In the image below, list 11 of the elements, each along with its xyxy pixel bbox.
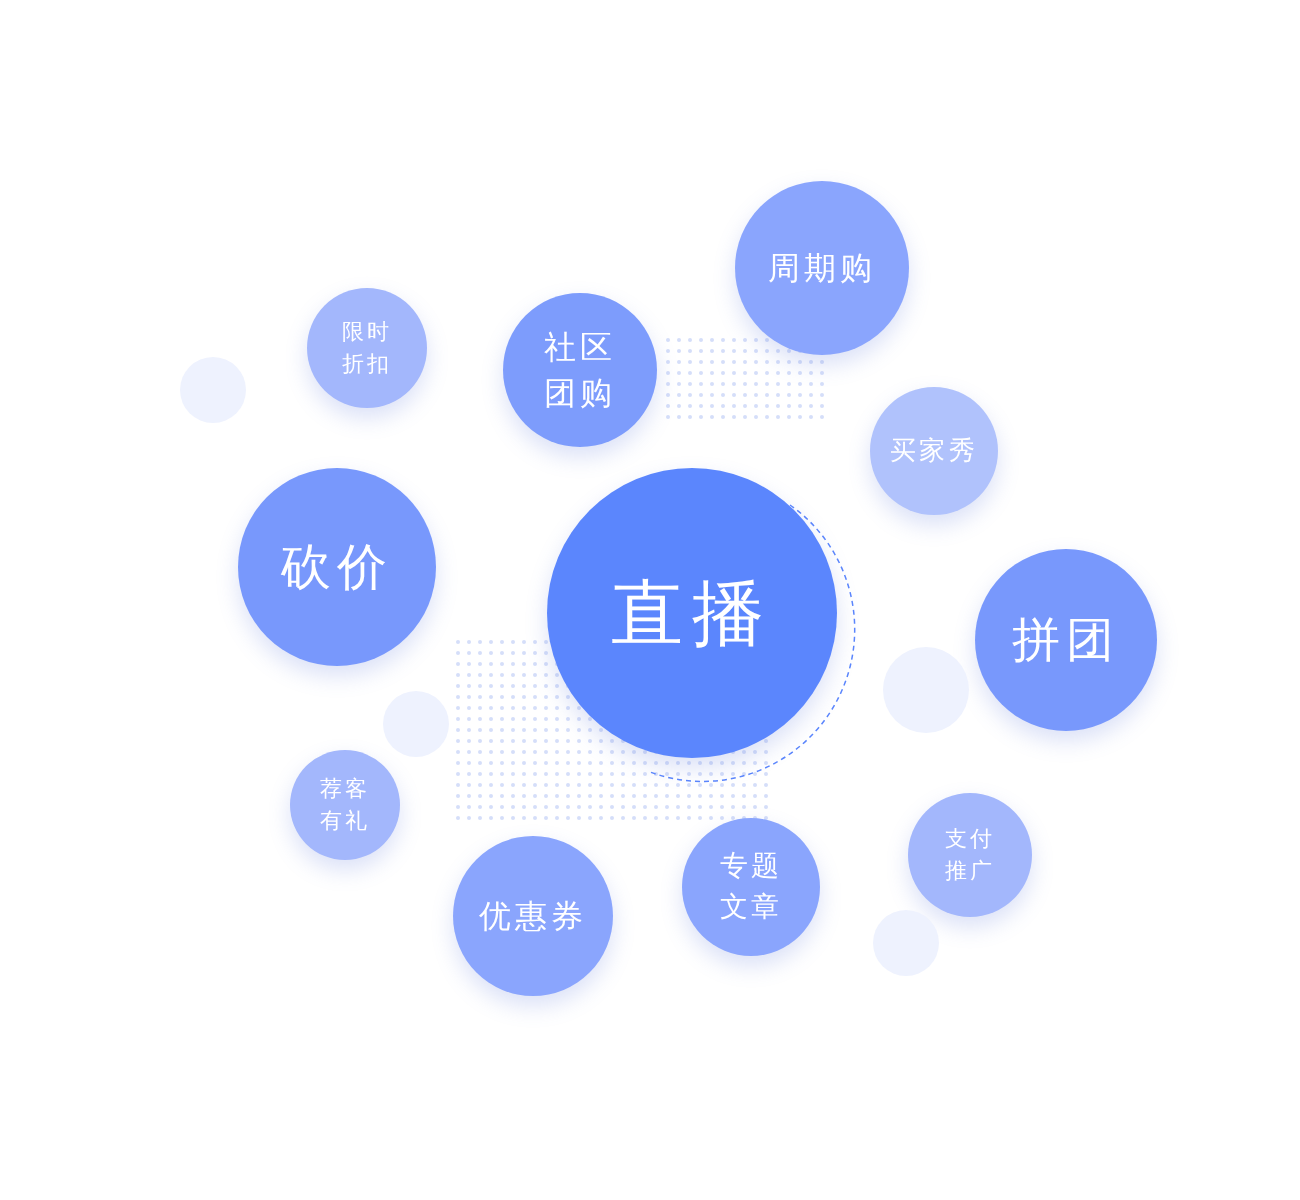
bubble-label: 优惠券: [478, 895, 588, 937]
bubble-label: 直播: [610, 569, 774, 657]
bubble-label: 周期购: [767, 247, 877, 289]
bubble-label: 专题文章: [718, 848, 784, 925]
bubble-label: 拼团: [1011, 610, 1121, 670]
bubble-label: 砍价: [280, 536, 394, 598]
bubble-label: 社区团购: [543, 326, 617, 414]
bubble-label: 限时折扣: [341, 318, 393, 378]
bubble-label: 支付推广: [944, 825, 996, 885]
bubble-label: 荐客有礼: [319, 775, 371, 835]
bubble-label: 买家秀: [889, 434, 979, 468]
